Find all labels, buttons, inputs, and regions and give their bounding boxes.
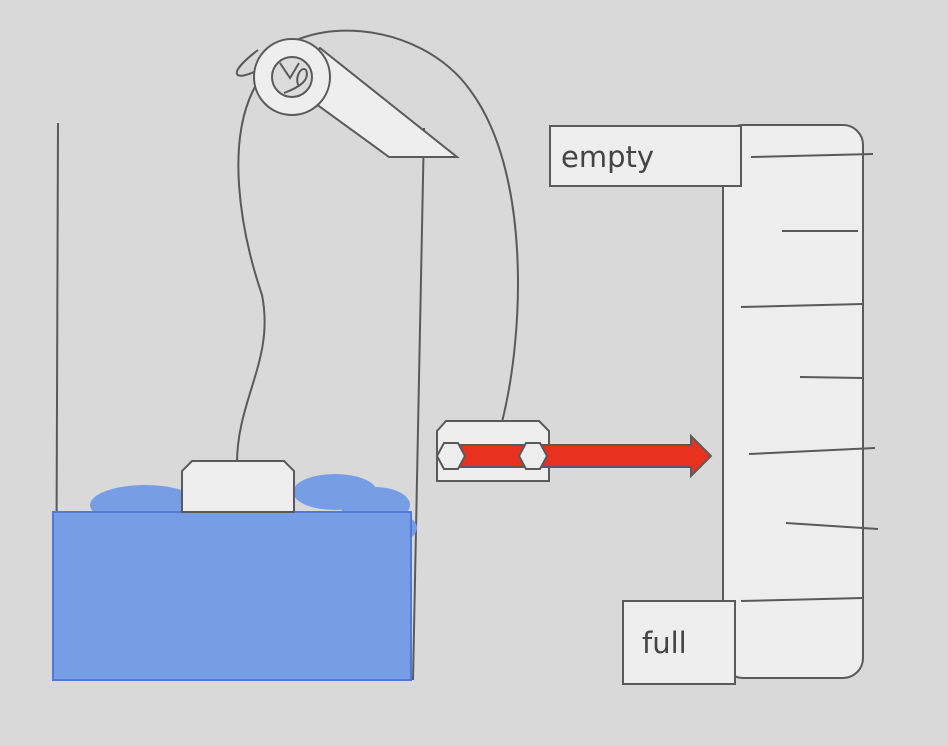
- float: [181, 460, 295, 513]
- empty-label-box: [549, 125, 742, 187]
- gauge-scale: [722, 124, 864, 679]
- pulley-hub-icon: [271, 56, 313, 98]
- tank-right-rod: [412, 127, 425, 681]
- full-label-box: [622, 600, 736, 685]
- hex-bolt-left: [435, 442, 467, 470]
- hex-bolt-right: [517, 442, 549, 470]
- full-label: full: [642, 626, 687, 660]
- float-wire: [235, 84, 266, 467]
- cable-loop: [235, 29, 519, 423]
- pointer-arrow: [449, 433, 713, 479]
- empty-label: empty: [561, 140, 654, 174]
- gauge-ticks: [740, 153, 879, 602]
